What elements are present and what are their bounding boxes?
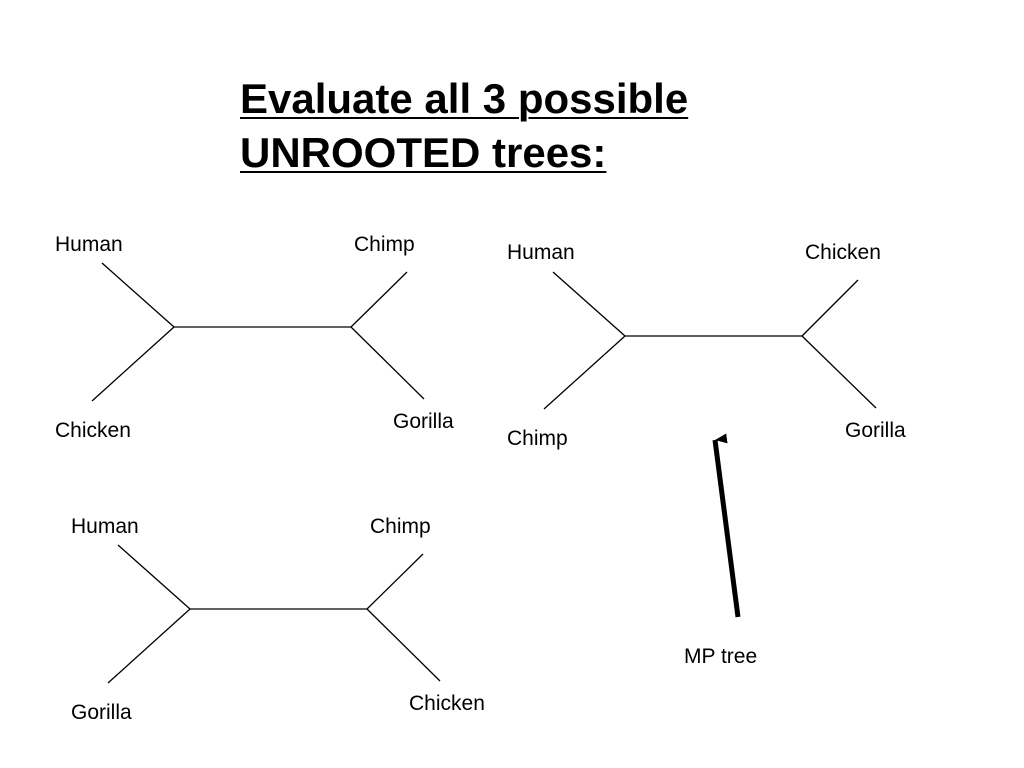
tree-3-branch-bottom-left (107, 608, 191, 684)
tree-1-label-top-right: Chimp (354, 233, 415, 256)
tree-3-branch-top-right (366, 553, 424, 610)
tree-1-label-top-left: Human (55, 233, 123, 256)
tree-1-branch-top-right (350, 271, 408, 328)
tree-1-label-bottom-right: Gorilla (393, 410, 454, 433)
slide-title-line-2: UNROOTED trees: (240, 129, 607, 176)
mp-tree-arrow (712, 433, 741, 618)
tree-2-label-bottom-right: Gorilla (845, 419, 906, 442)
tree-2-label-top-right: Chicken (805, 241, 881, 264)
tree-3-label-bottom-right: Chicken (409, 692, 485, 715)
slide-title: Evaluate all 3 possible UNROOTED trees: (240, 72, 688, 180)
tree-2-branch-top-right (801, 279, 859, 337)
tree-1-branches (91, 262, 425, 402)
tree-2-branches (543, 271, 877, 410)
tree-3-label-bottom-left: Gorilla (71, 701, 132, 724)
tree-3-branches (107, 544, 441, 684)
slide-title-line-1: Evaluate all 3 possible (240, 75, 689, 122)
tree-2-branch-top-left (552, 271, 626, 337)
tree-3-label-top-right: Chimp (370, 515, 431, 538)
tree-2-branch-bottom-right (801, 335, 877, 409)
tree-3-label-top-left: Human (71, 515, 139, 538)
tree-3-branch-top-left (117, 544, 191, 610)
tree-1-branch-top-left (101, 262, 175, 328)
mp-tree-label: MP tree (684, 645, 758, 668)
tree-1-branch-bottom-right (350, 326, 425, 400)
tree-3-branch-bottom-right (366, 608, 441, 682)
tree-1-branch-bottom-left (91, 326, 175, 402)
tree-2-label-top-left: Human (507, 241, 575, 264)
tree-2-label-bottom-left: Chimp (507, 427, 568, 450)
tree-2-branch-bottom-left (543, 335, 626, 410)
tree-1-label-bottom-left: Chicken (55, 419, 131, 442)
